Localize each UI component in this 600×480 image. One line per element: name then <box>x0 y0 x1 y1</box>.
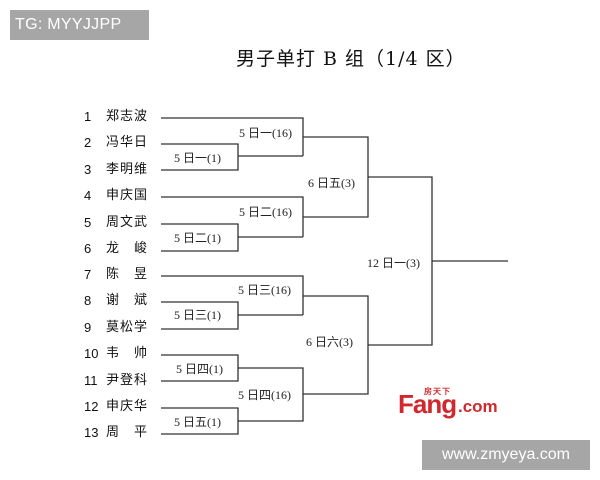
match-label-r2-b: 5 日二(16) <box>239 205 292 219</box>
watermark-top: TG: MYYJJPP <box>10 10 149 40</box>
match-label-r1-a: 5 日一(1) <box>174 151 221 165</box>
player-name: 申庆国 <box>106 188 149 203</box>
player-name: 周 平 <box>106 425 149 440</box>
seed-number: 2 <box>84 135 92 150</box>
seed-number: 11 <box>84 373 98 388</box>
seed-number: 4 <box>84 188 92 203</box>
seed-number: 9 <box>84 320 92 335</box>
seed-number: 5 <box>84 215 92 230</box>
match-label-r3-b: 6 日六(3) <box>306 335 353 349</box>
player-name: 陈 昱 <box>106 267 149 282</box>
player-name: 尹登科 <box>106 373 149 388</box>
player-name: 李明维 <box>106 162 149 177</box>
match-label-r3-a: 6 日五(3) <box>308 176 355 190</box>
seed-number: 12 <box>84 399 99 414</box>
player-name: 韦 帅 <box>106 346 149 361</box>
seed-number: 6 <box>84 241 92 256</box>
player-name: 周文武 <box>106 215 149 230</box>
fang-logo: Fang 房天下 .com <box>398 387 510 419</box>
match-label-r2-c: 5 日三(16) <box>238 283 291 297</box>
match-label-r1-c: 5 日三(1) <box>174 308 221 322</box>
match-label-r1-d: 5 日四(1) <box>176 362 223 376</box>
match-label-r1-b: 5 日二(1) <box>174 231 221 245</box>
seed-number: 7 <box>84 267 92 282</box>
seed-number: 10 <box>84 346 99 361</box>
logo-brand: Fang <box>398 389 457 419</box>
logo-suffix: .com <box>458 397 498 416</box>
page-title: 男子单打 B 组（1/4 区） <box>236 48 466 70</box>
player-name: 郑志波 <box>106 109 149 124</box>
logo-chinese: 房天下 <box>424 387 451 396</box>
match-label-final: 12 日一(3) <box>367 256 420 270</box>
match-label-r2-d: 5 日四(16) <box>238 388 291 402</box>
seed-number: 1 <box>84 109 92 124</box>
seed-number: 8 <box>84 293 92 308</box>
seed-number: 3 <box>84 162 92 177</box>
seed-number: 13 <box>84 425 99 440</box>
player-name: 莫松学 <box>106 320 149 335</box>
watermark-bottom: www.zmyeya.com <box>422 440 590 470</box>
player-name: 冯华日 <box>106 135 149 150</box>
match-label-r1-e: 5 日五(1) <box>174 415 221 429</box>
player-name: 谢 斌 <box>106 293 149 308</box>
player-name: 申庆华 <box>106 399 149 414</box>
player-name: 龙 峻 <box>106 241 149 256</box>
match-label-r2-a: 5 日一(16) <box>239 126 292 140</box>
